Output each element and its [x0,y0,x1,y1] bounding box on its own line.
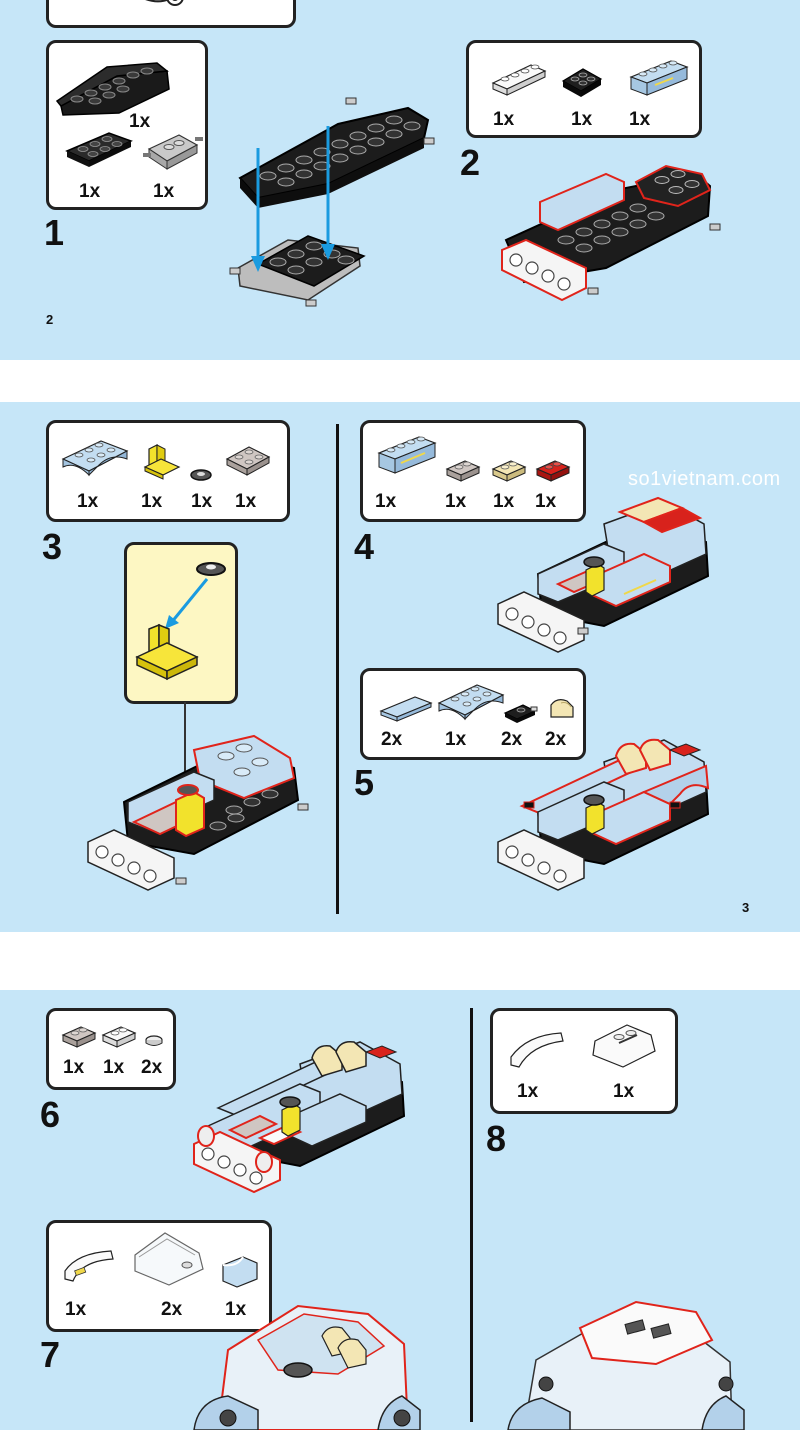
part-qty: 1x [235,491,257,512]
gray-plate-2x2-icon [225,446,271,476]
part-qty: 1x [629,109,651,130]
part-qty: 2x [501,729,523,750]
step-5-parts-box: 2x 1x 2x 2x [360,668,586,760]
watermark-text: so1vietnam.com [628,468,781,490]
step-number: 8 [486,1118,507,1159]
step-divider [470,1008,473,1422]
step-number: 2 [460,142,481,183]
white-curved-slope-icon [64,1250,114,1282]
light-blue-tile-1x4-icon [379,696,433,722]
black-clip-plate-icon [503,704,538,723]
previous-step-box [46,0,296,28]
step-7-parts-box: 1x 2x 1x [46,1220,272,1332]
light-blue-mudguard-icon [437,684,505,721]
step-2-parts-box: 1x 1x 1x [466,40,702,138]
part-qty: 1x [571,109,593,130]
step-2-assembly-illustration [501,164,721,302]
step-number: 7 [40,1334,61,1375]
page-number: 3 [742,900,750,915]
gray-plate-1x2-icon [61,1026,97,1048]
part-qty: 1x [153,181,175,202]
step-7-assembly-illustration [193,1304,421,1430]
white-plate-1x2-icon [101,1026,137,1048]
part-qty: 2x [161,1299,183,1320]
step-6-parts-box: 1x 1x 2x [46,1008,176,1090]
instruction-page-4: so1vietnam.com 1x 1x 2x 6 [0,942,800,1430]
step-8-assembly-illustration [507,1300,745,1430]
part-qty: 1x [517,1081,539,1102]
light-blue-brick-1x4-icon [377,436,437,474]
black-plate-2x2-icon [561,68,603,97]
part-qty: 1x [77,491,99,512]
step-number: 4 [354,526,375,567]
white-plate-1x4-icon [491,64,547,96]
part-qty: 1x [191,491,213,512]
callout-connector-line [184,702,186,782]
red-plate-1x2-icon [535,460,571,482]
step-6-assembly-illustration [193,1040,406,1194]
page-number: 2 [46,312,54,327]
part-qty: 2x [141,1057,163,1078]
step-4-parts-box: 1x 1x 1x 1x [360,420,586,522]
tan-slope-icon [550,699,574,718]
part-qty: 1x [445,491,467,512]
part-qty: 1x [375,491,397,512]
part-qty: 1x [65,1299,87,1320]
part-qty: 1x [493,109,515,130]
part-qty: 1x [535,491,557,512]
step-number: 6 [40,1094,61,1135]
instruction-page-2: 1x 1x 1x 1 [0,0,800,360]
part-qty: 1x [129,111,151,132]
page-gap [0,932,800,990]
light-blue-mudguard-icon [61,440,129,477]
black-plate-2x4-icon [65,132,133,167]
part-qty: 1x [613,1081,635,1102]
step-1-parts-box: 1x 1x 1x [46,40,208,210]
part-qty: 1x [445,729,467,750]
step-5-assembly-illustration [497,738,710,891]
page-gap [0,360,800,402]
step-4-assembly-illustration [497,496,710,653]
part-qty: 1x [141,491,163,512]
step-divider [336,424,339,914]
step-number: 5 [354,762,375,803]
part-qty: 1x [103,1057,125,1078]
steering-wheel-icon [190,469,212,481]
gray-axle-plate-icon [143,134,203,170]
light-blue-curved-tile-icon [222,1256,258,1288]
part-qty: 2x [545,729,567,750]
part-qty: 2x [381,729,403,750]
part-qty: 1x [79,181,101,202]
step-3-parts-box: 1x 1x 1x 1x [46,420,290,522]
step-1-assembly-illustration [229,97,435,307]
callout-illustration [135,562,226,681]
round-tile-icon [145,1035,163,1046]
gray-plate-1x2-icon [445,460,481,482]
step-3-callout-box [124,542,238,704]
watermark-text: so1vietnam.com [628,942,781,964]
part-qty: 1x [63,1057,85,1078]
step-8-parts-box: 1x 1x [490,1008,678,1114]
step-3-assembly-illustration [87,734,309,891]
step-number: 3 [42,526,63,567]
white-roof-plate-icon [592,1024,656,1068]
yellow-lever-base-icon [143,444,181,480]
tan-plate-1x2-icon [491,460,527,482]
black-wedge-plate-icon [55,62,170,116]
part-qty: 1x [493,491,515,512]
part-qty: 1x [225,1299,247,1320]
step-number: 1 [44,212,65,253]
windscreen-icon [134,1232,204,1286]
instruction-page-3: so1vietnam.com 1x 1x 1x 1x 3 [0,402,800,932]
light-blue-brick-1x4-icon [629,60,689,96]
wheel-icon [145,0,184,6]
white-arch-icon [510,1032,564,1068]
